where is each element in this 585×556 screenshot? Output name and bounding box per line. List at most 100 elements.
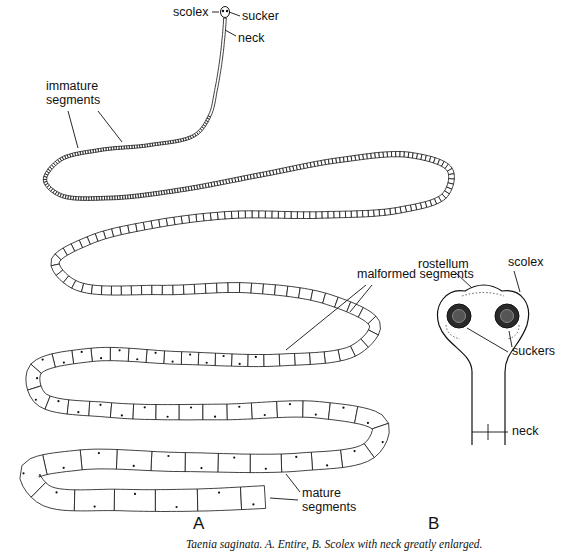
- body-segment: [338, 346, 355, 361]
- body-segment: [379, 209, 385, 216]
- body-segment: [341, 444, 375, 468]
- body-segment: [248, 354, 264, 366]
- body-segment: [265, 211, 272, 218]
- body-segment: [351, 211, 357, 218]
- body-segment: [238, 211, 245, 218]
- body-segment: [198, 352, 215, 365]
- body-segment: [217, 212, 225, 220]
- body-segment: [131, 286, 141, 295]
- body-segment: [357, 211, 363, 218]
- body-segment: [111, 286, 121, 295]
- body-segment: [203, 213, 211, 221]
- body-segment: [232, 354, 248, 367]
- body-segment: [224, 211, 231, 219]
- body-segment: [297, 212, 303, 219]
- part-label: scolex: [508, 255, 543, 269]
- body-segment: [299, 288, 313, 300]
- body-segment: [215, 353, 232, 366]
- tapeworm-body: [20, 18, 455, 512]
- body-segment: [184, 284, 195, 294]
- scolex-enlarged: [438, 285, 529, 445]
- body-segment: [128, 348, 147, 362]
- body-segment: [181, 352, 198, 365]
- body-segment: [151, 451, 185, 471]
- body-segment: [250, 454, 282, 473]
- body-segment: [263, 284, 276, 295]
- body-segment: [251, 401, 277, 419]
- body-segment: [303, 401, 331, 420]
- body-segment: [173, 285, 184, 295]
- body-segment: [328, 403, 357, 423]
- body-segment: [82, 283, 93, 293]
- body-segment: [194, 284, 206, 294]
- body-segment: [208, 18, 226, 117]
- body-segment: [110, 347, 129, 361]
- body-segment: [304, 212, 310, 219]
- body-segment: [400, 152, 405, 158]
- body-segment: [74, 489, 114, 511]
- body-segment: [281, 452, 312, 472]
- body-segment: [392, 152, 396, 157]
- body-segment: [197, 487, 241, 511]
- body-segment: [152, 285, 163, 294]
- body-segment: [181, 215, 189, 223]
- body-segment: [189, 214, 197, 222]
- panel-letter: A: [193, 514, 204, 534]
- body-segment: [81, 197, 84, 201]
- body-segment: [345, 211, 351, 218]
- body-segment: [203, 404, 227, 420]
- body-segment: [310, 212, 316, 219]
- body-segment: [110, 403, 133, 419]
- body-segment: [89, 401, 112, 417]
- body-segment: [217, 283, 229, 293]
- part-label: neck: [238, 31, 264, 45]
- body-segment: [52, 350, 74, 367]
- body-segment: [185, 453, 218, 473]
- body-segment: [310, 352, 326, 365]
- part-label: rostellum: [418, 257, 469, 271]
- body-segment: [241, 486, 266, 510]
- body-segment: [72, 348, 93, 364]
- body-segment: [116, 450, 151, 471]
- body-segment: [164, 351, 182, 365]
- body-segment: [322, 212, 328, 219]
- body-segment: [162, 285, 173, 295]
- body-segment: [146, 350, 165, 364]
- body-segment: [272, 211, 279, 218]
- body-segment: [101, 286, 111, 295]
- body-segment: [387, 152, 391, 157]
- body-segment: [324, 350, 340, 364]
- body-segment: [311, 450, 342, 470]
- body-segment: [121, 286, 131, 295]
- body-segment: [340, 211, 346, 218]
- figure-caption: Taenia saginata. A. Entire, B. Scolex wi…: [186, 538, 482, 550]
- body-segment: [80, 449, 117, 470]
- body-segment: [67, 400, 90, 416]
- body-segment: [205, 283, 217, 293]
- part-label: sucker: [242, 9, 279, 23]
- body-segment: [196, 214, 204, 222]
- body-segment: [218, 453, 250, 472]
- part-label: immature segments: [46, 79, 118, 108]
- body-segment: [383, 152, 387, 158]
- body-segment: [384, 209, 390, 216]
- body-segment: [31, 483, 75, 511]
- body-segment: [45, 396, 69, 414]
- body-segment: [278, 211, 285, 218]
- body-segment: [155, 489, 197, 512]
- body-segment: [328, 211, 334, 218]
- part-label: neck: [512, 424, 538, 438]
- body-segment: [142, 285, 152, 294]
- body-segment: [285, 212, 292, 219]
- body-segment: [374, 210, 380, 217]
- body-segment: [334, 211, 340, 218]
- body-segment: [316, 212, 322, 219]
- body-segment: [287, 286, 301, 298]
- body-segment: [363, 210, 369, 217]
- panel-letter: B: [428, 514, 439, 534]
- body-segment: [277, 401, 303, 418]
- body-segment: [245, 211, 252, 218]
- body-segment: [228, 283, 240, 293]
- body-segment: [291, 212, 297, 219]
- leader-lines: [68, 12, 372, 500]
